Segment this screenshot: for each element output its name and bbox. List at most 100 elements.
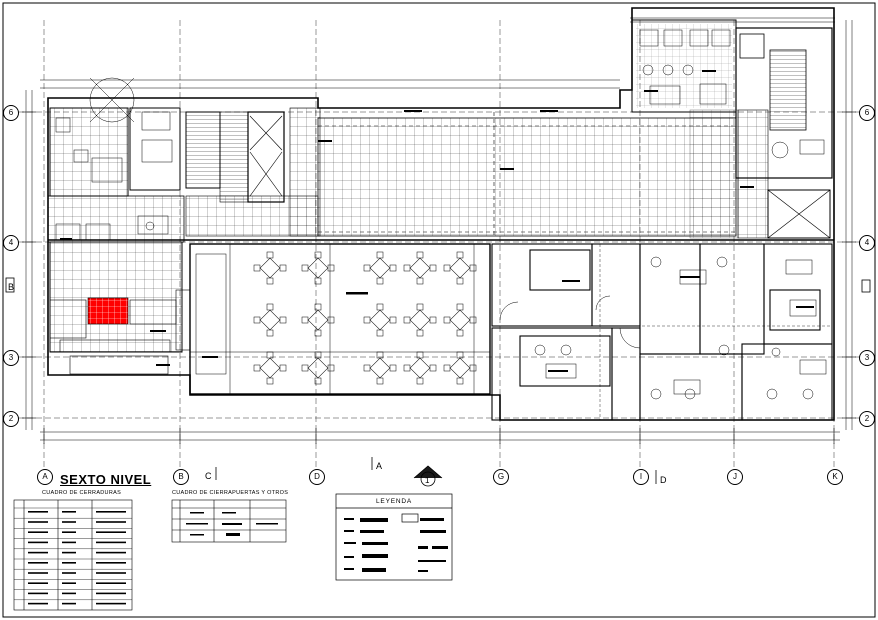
dining-table xyxy=(259,357,281,379)
doors-table-cell-text xyxy=(28,562,48,564)
axis-bubble-3-right: 3 xyxy=(859,350,875,366)
dining-chair xyxy=(456,329,464,337)
axis-bubble-4-left: 4 xyxy=(3,235,19,251)
dining-chair xyxy=(301,264,309,272)
dining-chair xyxy=(266,251,274,259)
dining-chair xyxy=(266,377,274,385)
dining-chair xyxy=(363,364,371,372)
dining-chair xyxy=(403,316,411,324)
axis-bubble-2-left: 2 xyxy=(3,411,19,427)
doors-table-cell-text xyxy=(62,551,76,554)
doors-table-cell-text xyxy=(62,602,76,605)
doors-table-cell-text xyxy=(96,551,126,554)
dining-table xyxy=(409,309,431,331)
dining-chair xyxy=(456,277,464,285)
axis-bubble-i: I xyxy=(633,469,649,485)
doors-table-cell-text xyxy=(96,592,126,595)
dining-chair xyxy=(314,277,322,285)
dining-chair xyxy=(389,316,397,324)
doors-table-cell-text xyxy=(96,541,126,544)
dining-chair xyxy=(416,303,424,311)
axis-bubble-3-left: 3 xyxy=(3,350,19,366)
axis-bubble-g: G xyxy=(493,469,509,485)
dining-chair xyxy=(279,316,287,324)
dining-table xyxy=(259,309,281,331)
section-mark-a: A xyxy=(376,461,382,471)
dining-chair xyxy=(363,316,371,324)
doors-table-cell-text xyxy=(62,592,76,595)
dining-table xyxy=(259,257,281,279)
doors-table-cell-text xyxy=(62,572,76,574)
dining-chair xyxy=(376,329,384,337)
dining-chair xyxy=(429,316,437,324)
dining-chair xyxy=(429,264,437,272)
axis-bubble-2-right: 2 xyxy=(859,411,875,427)
dining-table xyxy=(409,357,431,379)
doors-table-cell-text xyxy=(62,511,76,513)
doors-table-cell-text xyxy=(96,582,126,584)
dining-chair xyxy=(443,316,451,324)
dining-chair xyxy=(266,329,274,337)
dining-chair xyxy=(416,277,424,285)
closers-table-title: CUADRO DE CIERRAPUERTAS Y OTROS xyxy=(172,490,289,496)
dining-chair xyxy=(469,364,477,372)
axis-bubble-6-left: 6 xyxy=(3,105,19,121)
section-mark-d: D xyxy=(660,475,667,485)
dining-table xyxy=(369,309,391,331)
dining-chair xyxy=(327,316,335,324)
dining-table xyxy=(369,357,391,379)
doors-table-cell-text xyxy=(28,572,48,574)
dining-chair xyxy=(403,264,411,272)
dining-chair xyxy=(376,251,384,259)
dining-table xyxy=(449,357,471,379)
doors-table-cell-text xyxy=(62,521,76,523)
dining-chair xyxy=(253,364,261,372)
dining-chair xyxy=(363,264,371,272)
doors-table-cell-text xyxy=(96,521,126,523)
dining-table xyxy=(307,257,329,279)
axis-bubble-6-right: 6 xyxy=(859,105,875,121)
dining-chair xyxy=(403,364,411,372)
dining-chair xyxy=(301,316,309,324)
legend-box xyxy=(335,493,453,581)
annotation-marks xyxy=(60,70,814,372)
dining-chair xyxy=(469,264,477,272)
closers-table xyxy=(171,499,287,543)
dining-chair xyxy=(279,264,287,272)
doors-table-cell-text xyxy=(96,511,126,513)
dining-chair xyxy=(389,364,397,372)
dining-tables xyxy=(253,251,477,385)
dining-chair xyxy=(327,364,335,372)
dining-chair xyxy=(266,277,274,285)
dining-chair xyxy=(416,377,424,385)
dining-chair xyxy=(314,251,322,259)
legend-title: LEYENDA xyxy=(376,498,412,505)
dining-table xyxy=(449,309,471,331)
dining-chair xyxy=(456,377,464,385)
doors-table-cell-text xyxy=(62,582,76,584)
axis-bubble-d: D xyxy=(309,469,325,485)
doors-table-cell-text xyxy=(28,551,48,554)
dining-chair xyxy=(253,264,261,272)
doors-table-cell-text xyxy=(28,592,48,595)
section-mark-b: B xyxy=(8,282,14,292)
north-number: 1 xyxy=(425,476,430,485)
dining-table xyxy=(307,309,329,331)
doors-table-cell-text xyxy=(96,602,126,605)
dining-chair xyxy=(327,264,335,272)
axis-bubble-k: K xyxy=(827,469,843,485)
doors-table-title: CUADRO DE CERRADURAS xyxy=(42,490,122,496)
doors-table-cell-text xyxy=(28,531,48,533)
dining-chair xyxy=(429,364,437,372)
dining-chair xyxy=(456,303,464,311)
dining-chair xyxy=(376,303,384,311)
section-mark-c: C xyxy=(205,471,212,481)
axis-bubble-4-right: 4 xyxy=(859,235,875,251)
dining-chair xyxy=(416,329,424,337)
dining-chair xyxy=(389,264,397,272)
doors-table-cell-text xyxy=(28,602,48,605)
doors-table-cell-text xyxy=(62,541,76,544)
axis-bubble-j: J xyxy=(727,469,743,485)
doors-table-cell-text xyxy=(62,531,76,533)
